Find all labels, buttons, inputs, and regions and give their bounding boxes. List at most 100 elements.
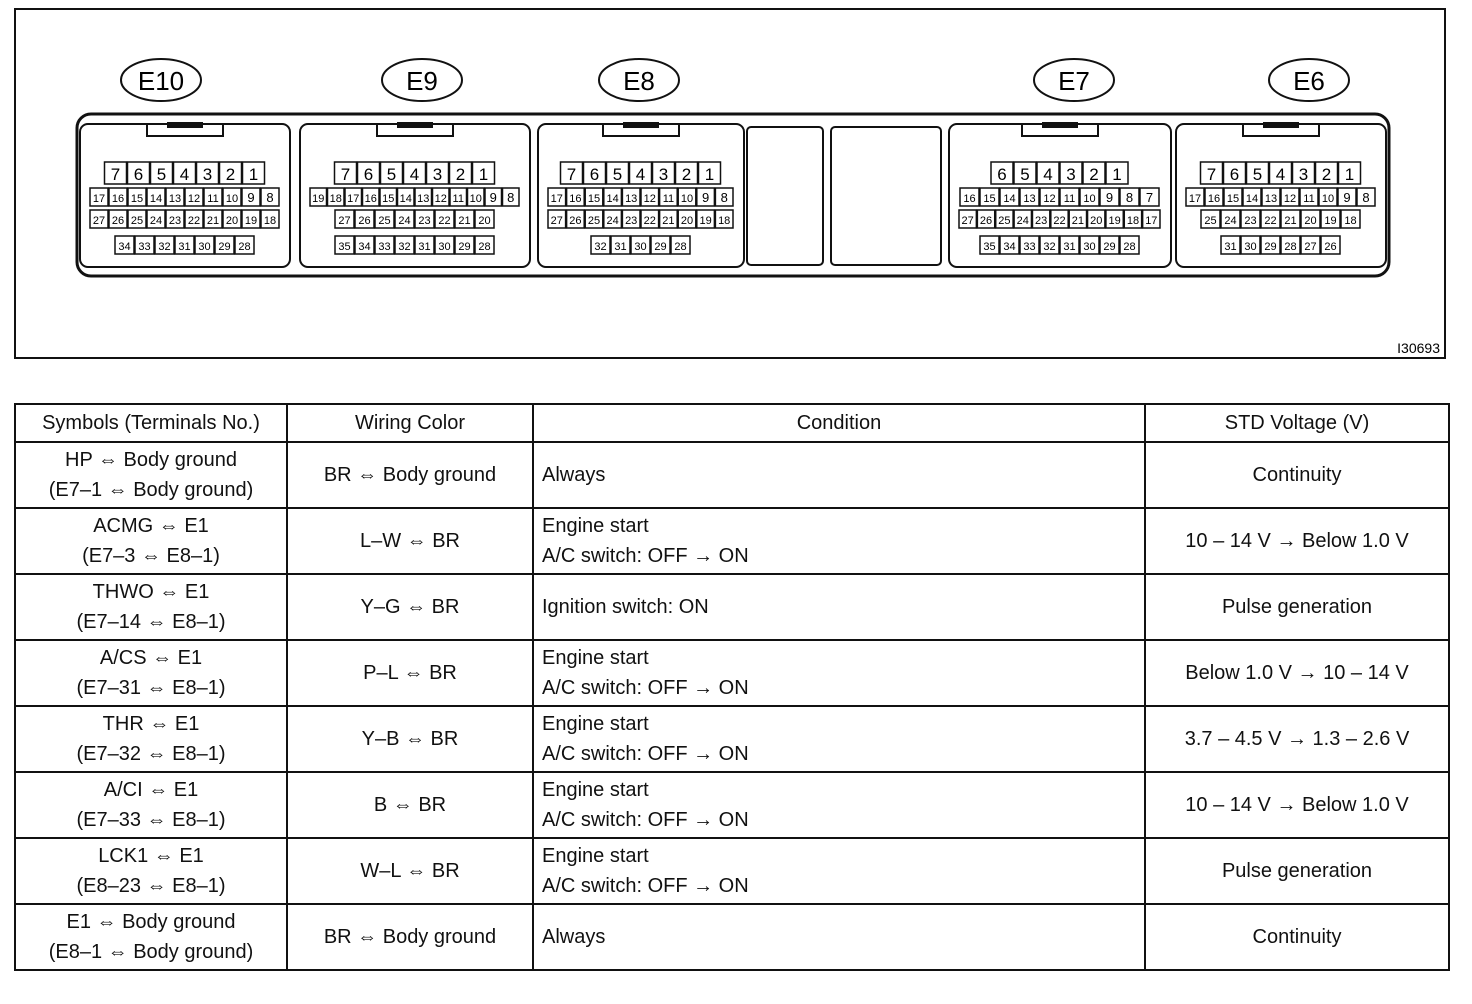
symbol-cell: LCK1 ⇔ E1(E8–23 ⇔ E8–1): [14, 837, 288, 905]
terminal-pin-label: 5: [387, 165, 396, 184]
terminal-pin-box: [958, 209, 978, 229]
terminal-pin-label: 33: [1023, 241, 1035, 253]
terminal-pin-box: [697, 161, 722, 185]
terminal-pin-box: [1200, 209, 1221, 229]
terminal-pin: 20: [474, 209, 495, 229]
condition-line: Engine start: [542, 845, 649, 867]
terminal-pin-label: 18: [264, 215, 276, 227]
terminal-pin-box: [334, 235, 355, 255]
terminal-pin-box: [1099, 187, 1120, 207]
terminal-pin-box: [1240, 235, 1261, 255]
terminal-pin: 10: [1079, 187, 1100, 207]
terminal-pin: 11: [1059, 187, 1080, 207]
terminal-pin: 26: [1320, 235, 1341, 255]
terminal-pin-box: [354, 235, 375, 255]
wiring-color-cell: W–L ⇔ BR: [286, 837, 534, 905]
terminal-pin-label: 19: [699, 215, 711, 227]
condition-line: A/C switch: OFF → ON: [542, 875, 749, 897]
terminal-pin-label: 23: [418, 215, 430, 227]
terminal-pin: 24: [1013, 209, 1033, 229]
terminal-pin: 18: [260, 209, 280, 229]
terminal-pin-label: 10: [681, 193, 693, 205]
terminal-pin: 24: [146, 209, 166, 229]
terminal-pin-box: [584, 187, 604, 207]
terminal-pin: 3: [1059, 161, 1083, 185]
terminal-pin-label: 25: [378, 215, 390, 227]
terminal-pin: 16: [959, 187, 980, 207]
terminal-pin: 19: [1320, 209, 1341, 229]
terminal-pin-box: [1105, 161, 1129, 185]
terminal-pin: 6: [1222, 161, 1247, 185]
terminal-pin: 19: [1105, 209, 1125, 229]
terminal-pin-label: 30: [198, 241, 210, 253]
terminal-pin-label: 27: [1304, 241, 1316, 253]
terminal-pin: 5: [379, 161, 404, 185]
terminal-pin: 16: [108, 187, 128, 207]
connector-label-oval: [120, 58, 202, 102]
terminal-pin: 4: [1268, 161, 1293, 185]
condition-cell: Always: [532, 441, 1146, 509]
terminal-pin-box: [394, 235, 415, 255]
terminal-pin: 4: [1036, 161, 1060, 185]
terminal-pin: 3: [1291, 161, 1316, 185]
terminal-pin-box: [108, 209, 128, 229]
terminal-pin-box: [146, 209, 166, 229]
terminal-pin-label: 17: [347, 193, 359, 205]
terminal-pin-label: 15: [131, 193, 143, 205]
terminal-pin-box: [146, 187, 166, 207]
terminal-pin-label: 15: [983, 193, 995, 205]
connector-label: E7: [1058, 66, 1090, 96]
terminal-pin: 3: [425, 161, 450, 185]
symbol-pair: A/CI ⇔ E1: [103, 779, 199, 801]
terminal-pin-box: [1185, 187, 1205, 207]
terminal-pin-label: 12: [435, 193, 447, 205]
terminal-pin-box: [1223, 187, 1243, 207]
terminal-pin-label: 31: [418, 241, 430, 253]
terminal-pin-box: [103, 161, 128, 185]
terminal-pin: 29: [1260, 235, 1281, 255]
terminal-pin-label: 20: [681, 215, 693, 227]
terminal-pin: 13: [414, 187, 433, 207]
terminal-pin-box: [1314, 161, 1339, 185]
terminal-pin-label: 12: [188, 193, 200, 205]
terminal-pin: 30: [1240, 235, 1261, 255]
symbol-pair: A/CS ⇔ E1: [99, 647, 203, 669]
terminal-pin-label: 28: [1284, 241, 1296, 253]
terminal-pin: 16: [565, 187, 585, 207]
terminal-pin-box: [203, 187, 223, 207]
terminal-pin: 6: [126, 161, 151, 185]
terminal-pin-label: 14: [400, 193, 412, 205]
wiring-color-cell: B ⇔ BR: [286, 771, 534, 839]
terminal-pin-label: 18: [330, 193, 342, 205]
terminal-pin-label: 2: [1322, 165, 1331, 184]
terminal-pin: 20: [677, 209, 697, 229]
terminal-pin-box: [1280, 235, 1301, 255]
terminal-pin-box: [658, 187, 678, 207]
terminal-pin-box: [434, 235, 455, 255]
header-symbols: Symbols (Terminals No.): [14, 403, 288, 443]
terminal-pin: 14: [1242, 187, 1262, 207]
symbol-pair: E1 ⇔ Body ground: [66, 911, 236, 933]
terminal-pin-label: 20: [478, 215, 490, 227]
terminal-pin-box: [1059, 235, 1080, 255]
terminal-pin-label: 14: [1003, 193, 1015, 205]
terminal-pin-label: 34: [118, 241, 130, 253]
std-voltage-cell: 10 – 14 V → Below 1.0 V: [1144, 507, 1450, 575]
terminal-pin: 28: [474, 235, 495, 255]
terminal-pin-label: 30: [634, 241, 646, 253]
terminal-pin: 24: [1220, 209, 1241, 229]
terminal-pin-label: 26: [980, 215, 992, 227]
terminal-pin-label: 4: [636, 165, 645, 184]
terminal-pin-box: [396, 187, 415, 207]
terminal-pin-box: [165, 187, 185, 207]
terminal-pin-label: 8: [507, 190, 514, 205]
terminal-pin-label: 3: [659, 165, 668, 184]
connector-latch-tab: [1042, 122, 1078, 128]
terminal-pin: 32: [394, 235, 415, 255]
terminal-pin-box: [466, 187, 485, 207]
terminal-pin: 31: [174, 235, 195, 255]
